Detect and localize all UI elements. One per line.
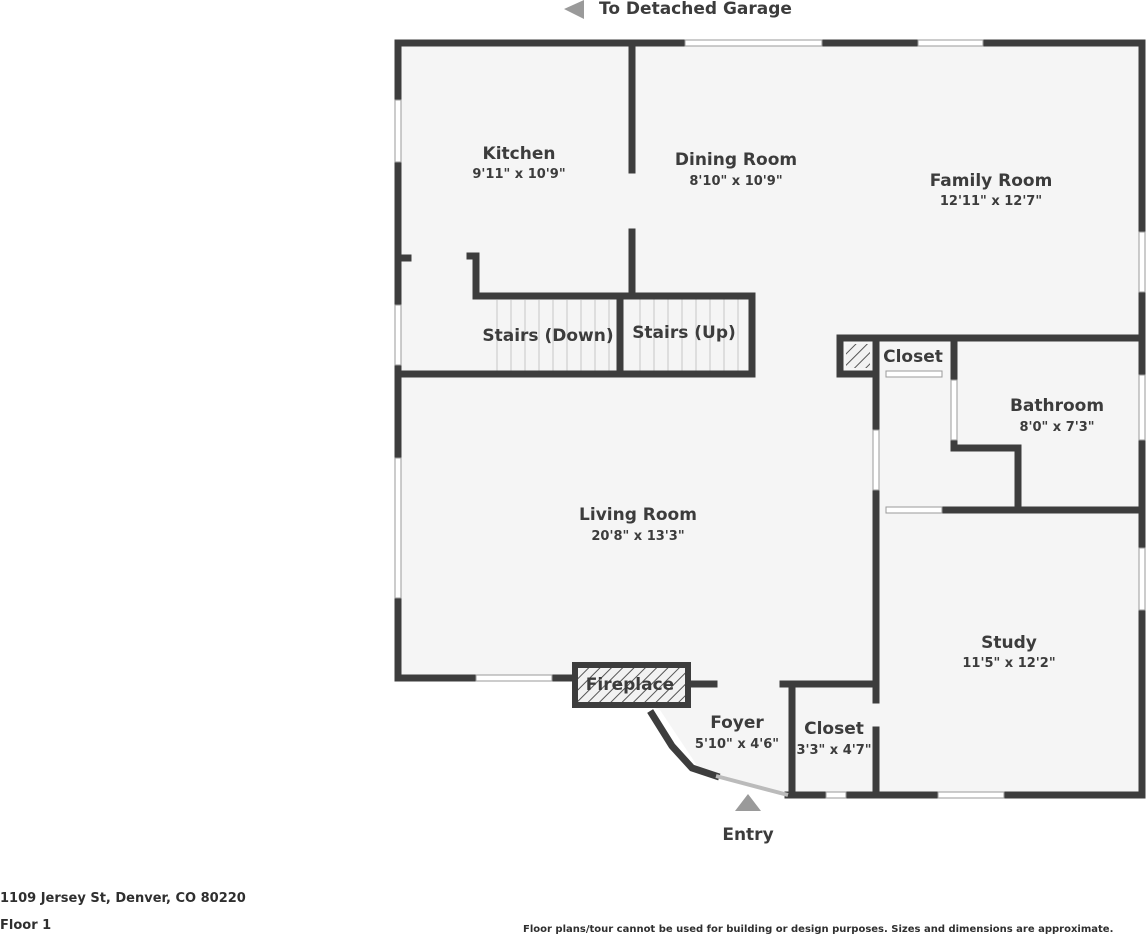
- stairs-up-name: Stairs (Up): [632, 323, 736, 343]
- garage-label: To Detached Garage: [599, 0, 792, 19]
- dining-dims: 8'10" x 10'9": [689, 174, 782, 189]
- walls: [394, 39, 1146, 799]
- study-name: Study: [981, 633, 1037, 653]
- foyer-name: Foyer: [710, 713, 764, 733]
- garage-arrow-icon: [564, 0, 584, 19]
- windows: [394, 39, 1146, 799]
- family-dims: 12'11" x 12'7": [940, 194, 1042, 209]
- stairs-up-treads: [639, 298, 739, 372]
- address-text: 1109 Jersey St, Denver, CO 80220: [0, 891, 246, 906]
- study-dims: 11'5" x 12'2": [962, 656, 1055, 671]
- kitchen-dims: 9'11" x 10'9": [472, 167, 565, 182]
- foyer-dims: 5'10" x 4'6": [695, 737, 779, 752]
- bathroom-dims: 8'0" x 7'3": [1019, 420, 1094, 435]
- living-name: Living Room: [579, 505, 697, 525]
- closet-hatch: [846, 344, 870, 368]
- living-dims: 20'8" x 13'3": [591, 529, 684, 544]
- floor-area: [398, 43, 1142, 795]
- disclaimer-text: Floor plans/tour cannot be used for buil…: [523, 924, 1114, 935]
- closet-upper-name: Closet: [883, 347, 943, 367]
- fireplace-name: Fireplace: [586, 675, 674, 695]
- stairs-down-treads: [496, 300, 610, 372]
- kitchen-name: Kitchen: [483, 144, 556, 164]
- entry-label: Entry: [722, 825, 773, 845]
- dining-name: Dining Room: [675, 150, 797, 170]
- entry-arrow-icon: [735, 794, 761, 811]
- bathroom-name: Bathroom: [1010, 396, 1104, 416]
- family-name: Family Room: [930, 171, 1053, 191]
- stairs-down-name: Stairs (Down): [482, 326, 613, 346]
- fireplace: [572, 662, 691, 708]
- closet-lower-name: Closet: [804, 719, 864, 739]
- closet-lower-dims: 3'3" x 4'7": [796, 743, 871, 758]
- floor-text: Floor 1: [0, 918, 52, 933]
